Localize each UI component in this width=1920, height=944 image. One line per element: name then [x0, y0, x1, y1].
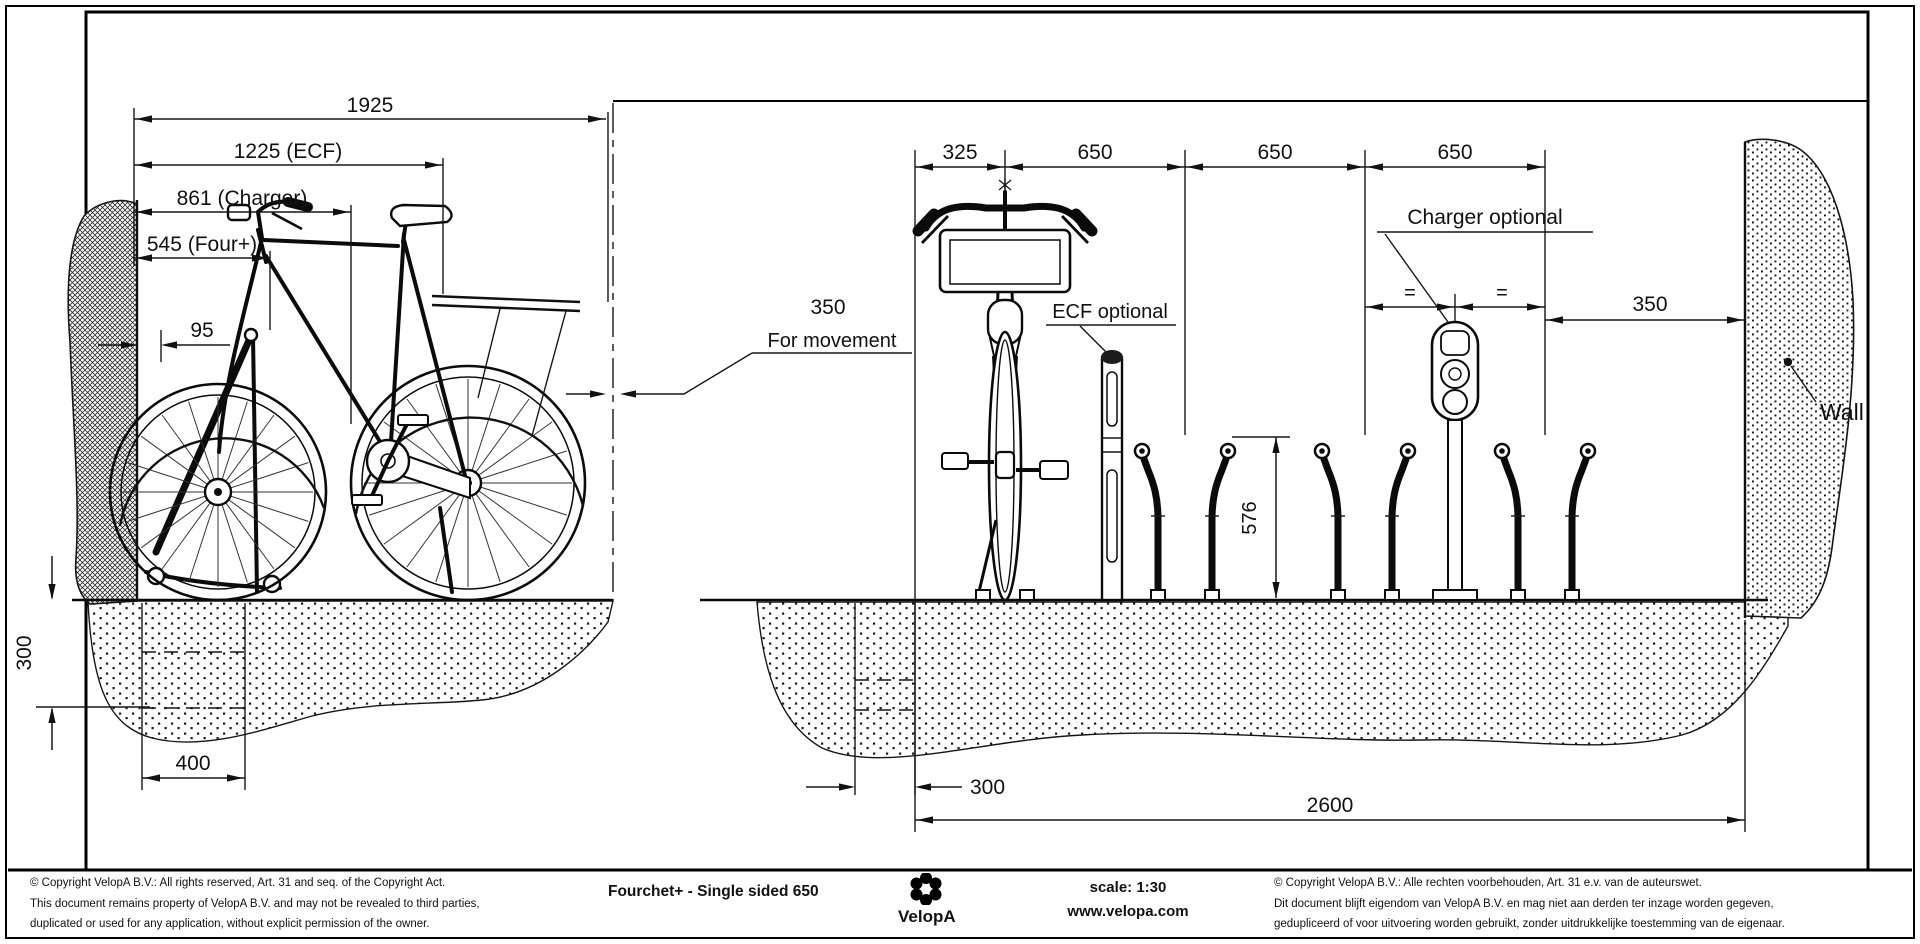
dim-overall-label: 1925: [347, 94, 394, 117]
dim-tip-height: 576: [1232, 436, 1290, 598]
dim-overall-length: 1925: [133, 94, 609, 302]
fork-rack-4: [1495, 444, 1595, 600]
equal-left-label: =: [1404, 282, 1416, 304]
copyright-en-line2: This document remains property of VelopA…: [30, 897, 480, 910]
soil-left: [87, 600, 614, 743]
wall-text: Wall: [1820, 399, 1864, 425]
dim-foundation-width: 400: [142, 752, 245, 782]
dim-spacing-2-label: 650: [1257, 141, 1292, 164]
left-wall: [67, 199, 138, 605]
pedal-up: [397, 414, 429, 426]
copyright-nl: © Copyright VelopA B.V.: Alle rechten vo…: [1274, 873, 1785, 935]
dim-foundation-depth: 300: [13, 556, 150, 750]
dim-ecf-length: 1225 (ECF): [134, 140, 444, 294]
velopa-flower-icon: [910, 872, 942, 906]
front-fender: [118, 437, 326, 527]
dim-tip-height-label: 576: [1239, 501, 1261, 534]
dim-front-foundation-label: 300: [970, 776, 1005, 799]
dim-four-plus-label: 545 (Four+): [147, 233, 257, 256]
equal-right-label: =: [1496, 282, 1508, 304]
rear-carrier: [431, 294, 581, 437]
ecf-optional-text: ECF optional: [1052, 301, 1168, 323]
dim-ecf-label: 1225 (ECF): [234, 140, 343, 163]
fork-rack-3: [1315, 444, 1415, 600]
copyright-nl-line2: Dit document blijft eigendom van VelopA …: [1274, 897, 1774, 910]
dim-charger-label: 861 (Charger): [177, 187, 308, 210]
dim-spacing-1-label: 650: [1077, 141, 1112, 164]
website: www.velopa.com: [1067, 903, 1189, 920]
bicycle-side: [108, 197, 587, 602]
dim-spacing-chain: 325 650 650 650: [914, 141, 1546, 605]
fourchet-rack-side: [144, 327, 282, 594]
foundation-left: [141, 603, 246, 790]
dim-end-spacing-label: 325: [942, 141, 977, 164]
dim-foundation-depth-label: 300: [13, 635, 36, 670]
copyright-nl-line3: gedupliceerd of voor uitvoering worden g…: [1274, 918, 1785, 930]
front-wheel: [108, 382, 328, 602]
kickstand: [438, 506, 454, 594]
dim-wall-distance-label: 350: [1632, 293, 1667, 316]
pedal-left: [941, 452, 969, 470]
dim-total-width: 2600: [914, 605, 1746, 832]
pedal: [351, 494, 383, 506]
charger-post: [1430, 320, 1480, 601]
drawing-title: Fourchet+ - Single sided 650: [608, 883, 819, 900]
dim-four-plus-length: 545 (Four+): [134, 233, 271, 330]
scale-block: scale: 1:30 www.velopa.com: [1040, 876, 1216, 924]
front-view: 325 650 650 650 = = 350 576: [700, 138, 1864, 832]
dim-charger-length: 861 (Charger): [134, 187, 352, 424]
dim-wall-clearance: 95: [98, 319, 230, 362]
bicycle-front: [912, 178, 1098, 602]
label-charger-optional: Charger optional: [1377, 206, 1593, 323]
label-wall: Wall: [1783, 357, 1864, 425]
pedal-right: [1039, 460, 1069, 480]
movement-annotation: 350 For movement: [566, 103, 912, 600]
saddle: [389, 203, 453, 228]
dim-foundation-width-label: 400: [175, 752, 210, 775]
movement-label: For movement: [768, 330, 897, 352]
ecf-post: [1100, 350, 1124, 602]
copyright-en: © Copyright VelopA B.V.: All rights rese…: [30, 873, 480, 935]
dim-total-width-label: 2600: [1307, 794, 1354, 817]
charger-optional-text: Charger optional: [1407, 206, 1562, 229]
dim-wall-distance: 350: [1545, 293, 1745, 324]
dim-equal-spacing: = =: [1365, 282, 1545, 322]
copyright-nl-line1: © Copyright VelopA B.V.: Alle rechten vo…: [1274, 877, 1702, 889]
hub: [994, 450, 1016, 480]
scale-label: scale: 1:30: [1089, 879, 1167, 896]
dim-spacing-3-label: 650: [1437, 141, 1472, 164]
movement-value: 350: [810, 296, 845, 319]
soil-right: [756, 601, 1789, 759]
copyright-en-line1: © Copyright VelopA B.V.: All rights rese…: [30, 877, 446, 889]
stem-star: [998, 178, 1012, 192]
label-ecf-optional: ECF optional: [1046, 301, 1176, 353]
kickstand-front: [976, 519, 998, 597]
dim-wall-clearance-label: 95: [190, 319, 213, 342]
velopa-logo-text: VelopA: [898, 907, 956, 926]
page-border: [5, 5, 1915, 939]
basket: [938, 228, 1072, 294]
velopa-logo: VelopA: [898, 872, 956, 926]
fork-rack-2: [1135, 444, 1235, 600]
side-view: 1925 1225 (ECF) 861 (Charger) 545 (Four+…: [13, 94, 614, 790]
copyright-en-line3: duplicated or used for any application, …: [30, 918, 430, 930]
